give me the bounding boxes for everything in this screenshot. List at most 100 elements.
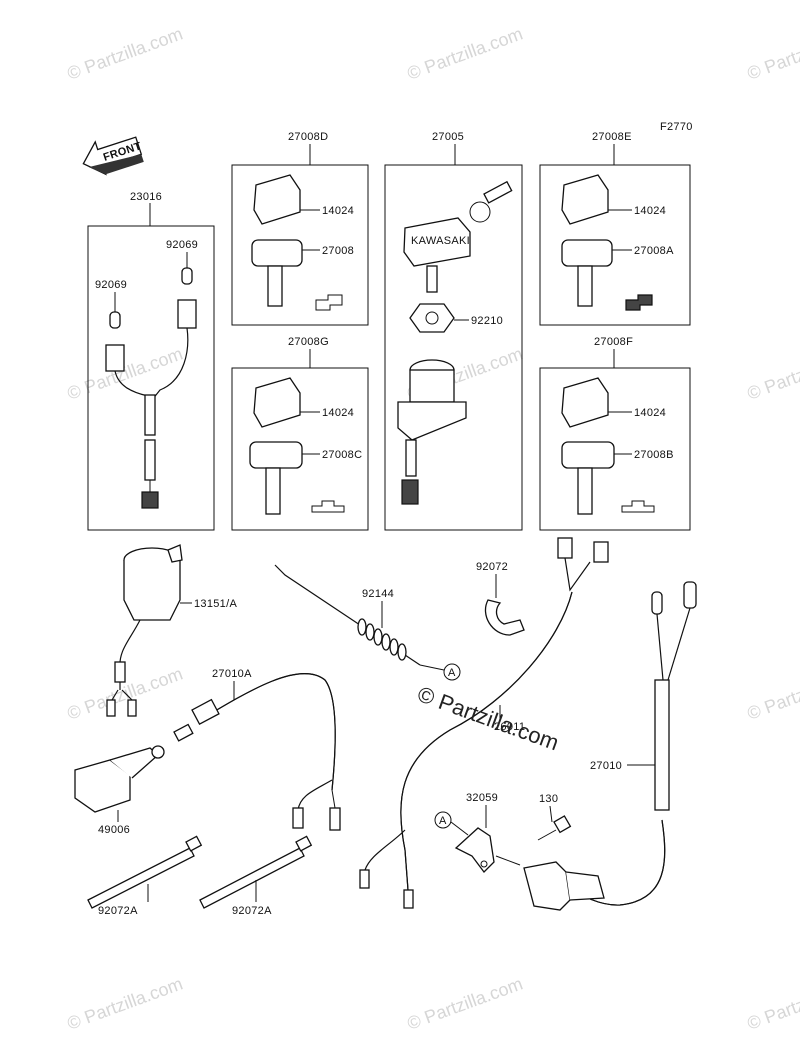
watermark: © Partzilla.com <box>745 343 800 403</box>
nut-hole <box>425 311 439 325</box>
harness-cable-inner <box>400 591 573 891</box>
connector <box>177 299 197 329</box>
part-27010A-harness: 27010A <box>173 668 341 831</box>
watermark: © Partzilla.com <box>405 973 526 1033</box>
key-cover-icon <box>253 174 301 225</box>
watermark: © Partzilla.com <box>65 343 186 403</box>
terminal <box>127 699 137 717</box>
band-clip-icon <box>484 599 525 636</box>
part-number-26011: 26011 <box>494 721 525 733</box>
bolt-head-icon <box>553 815 572 834</box>
wire <box>656 613 664 681</box>
part-box <box>384 164 523 531</box>
arrow-shadow <box>88 154 144 175</box>
switch-plunger <box>151 745 165 759</box>
key-head-icon <box>561 239 613 267</box>
part-number-27008C: 27008C <box>322 449 362 461</box>
cable-ring <box>357 618 367 636</box>
cable-ring <box>381 633 391 651</box>
switch-sensor-icon <box>523 861 571 911</box>
callout-a-icon <box>443 663 461 681</box>
part-26011-harness: 26011 <box>359 537 609 909</box>
cable-ring <box>397 643 407 661</box>
wire-tube <box>405 439 417 477</box>
cable-tie-head <box>185 835 203 852</box>
key-head-icon <box>251 239 303 267</box>
watermark: © Partzilla.com <box>65 973 186 1033</box>
box-27008F-key-set: 27008F 14024 27008B <box>539 336 691 531</box>
harness-cable <box>199 672 336 791</box>
terminal <box>651 591 663 615</box>
part-number-14024: 14024 <box>322 205 354 217</box>
key-head-icon <box>249 441 303 469</box>
part-number-27008D: 27008D <box>288 131 328 143</box>
switch-body <box>123 560 181 621</box>
part-number-27008F: 27008F <box>594 336 633 348</box>
key-blade <box>265 467 281 515</box>
part-number-49006: 49006 <box>98 824 130 836</box>
part-number-92072A: 92072A <box>232 905 272 917</box>
terminal-sleeve <box>109 311 121 329</box>
harness-tube <box>654 679 670 811</box>
box-23016-wire-harness: 23016 92069 92069 <box>87 191 215 531</box>
wire <box>564 557 591 592</box>
switch-body <box>409 369 455 403</box>
callout-letter: A <box>448 667 456 679</box>
connector <box>683 581 697 609</box>
part-13151A-switch: 13151/A <box>106 544 237 717</box>
callout-letter: A <box>439 815 447 827</box>
key-blade <box>426 265 438 293</box>
part-number-92069: 92069 <box>166 239 198 251</box>
sensor-body <box>565 871 605 901</box>
spare-key <box>483 180 513 204</box>
terminal-block <box>141 491 159 509</box>
leader-line <box>495 855 521 866</box>
part-92144-cable: 92144 A <box>274 564 461 681</box>
cable-tie-icon <box>199 847 305 909</box>
wire <box>667 607 691 681</box>
part-92072-band: 92072 <box>476 561 525 636</box>
part-box <box>231 164 369 326</box>
box-27008D-key-set: 27008D 14024 27008 <box>231 131 369 326</box>
terminal <box>403 889 414 909</box>
watermark: © Partzilla.com <box>405 23 526 83</box>
wire-tube <box>144 394 156 436</box>
part-box <box>539 367 691 531</box>
connector <box>191 698 220 726</box>
key-code-icon <box>621 500 655 513</box>
part-92072A-band-left: 92072A <box>87 835 203 917</box>
wire <box>151 327 189 401</box>
part-number-14024: 14024 <box>322 407 354 419</box>
watermark: © Partzilla.com <box>745 973 800 1033</box>
part-number-92072A: 92072A <box>98 905 138 917</box>
cable-ring <box>365 623 375 641</box>
bolt-shaft <box>537 829 557 841</box>
part-number-27008: 27008 <box>322 245 354 257</box>
part-number-14024: 14024 <box>634 205 666 217</box>
part-number-27008B: 27008B <box>634 449 674 461</box>
wire <box>297 779 333 811</box>
part-number-27008E: 27008E <box>592 131 632 143</box>
cable-ring <box>389 638 399 656</box>
part-number-14024: 14024 <box>634 407 666 419</box>
part-49006-switch: 49006 <box>74 745 165 836</box>
connector-tip <box>173 723 194 742</box>
connector <box>105 344 125 372</box>
cable-ring <box>373 628 383 646</box>
connector <box>557 537 573 559</box>
box-27008E-key-set: 27008E 14024 27008A <box>539 131 691 326</box>
key-cover-icon <box>561 377 609 428</box>
part-number-92210: 92210 <box>471 315 503 327</box>
wire <box>364 829 406 871</box>
wire-tube <box>144 439 156 481</box>
part-number-27010A: 27010A <box>212 668 252 680</box>
callout-a-icon <box>434 811 452 829</box>
part-number-27010: 27010 <box>590 760 622 772</box>
box-27005-ignition-switch: 27005 KAWASAKI 92210 <box>384 131 523 531</box>
key-logo: KAWASAKI <box>411 235 470 247</box>
part-number-92072: 92072 <box>476 561 508 573</box>
bracket-hole <box>480 860 488 868</box>
nut-icon <box>409 303 455 333</box>
